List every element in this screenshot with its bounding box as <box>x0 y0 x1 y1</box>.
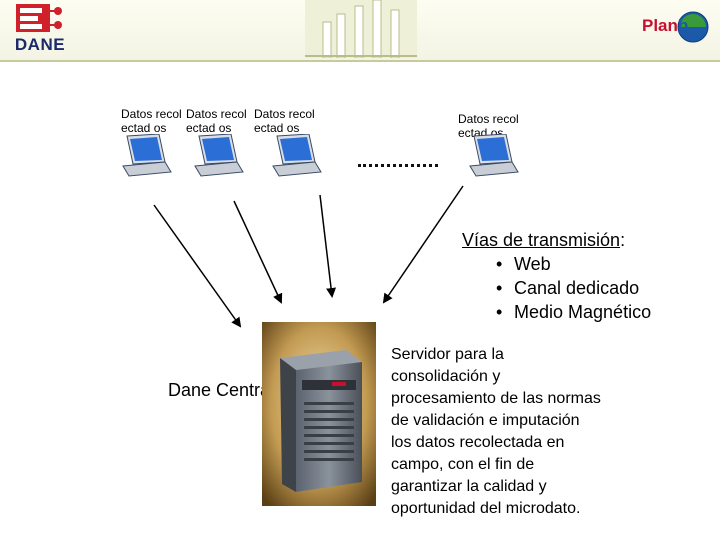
server-description: Servidor para la consolidación y procesa… <box>391 344 601 520</box>
arrow-2 <box>234 201 281 302</box>
transmission-item: •Canal dedicado <box>462 276 702 300</box>
arrow-3 <box>320 195 332 296</box>
transmission-item: •Medio Magnético <box>462 300 702 324</box>
arrow-1 <box>154 205 240 326</box>
central-label: Dane Central <box>168 380 264 401</box>
server-icon <box>262 322 376 506</box>
arrow-4 <box>384 186 463 302</box>
transmission-item: •Web <box>462 252 702 276</box>
transmission-title: Vías de transmisión: <box>462 228 702 252</box>
transmission-block: Vías de transmisión: •Web •Canal dedicad… <box>462 228 702 324</box>
